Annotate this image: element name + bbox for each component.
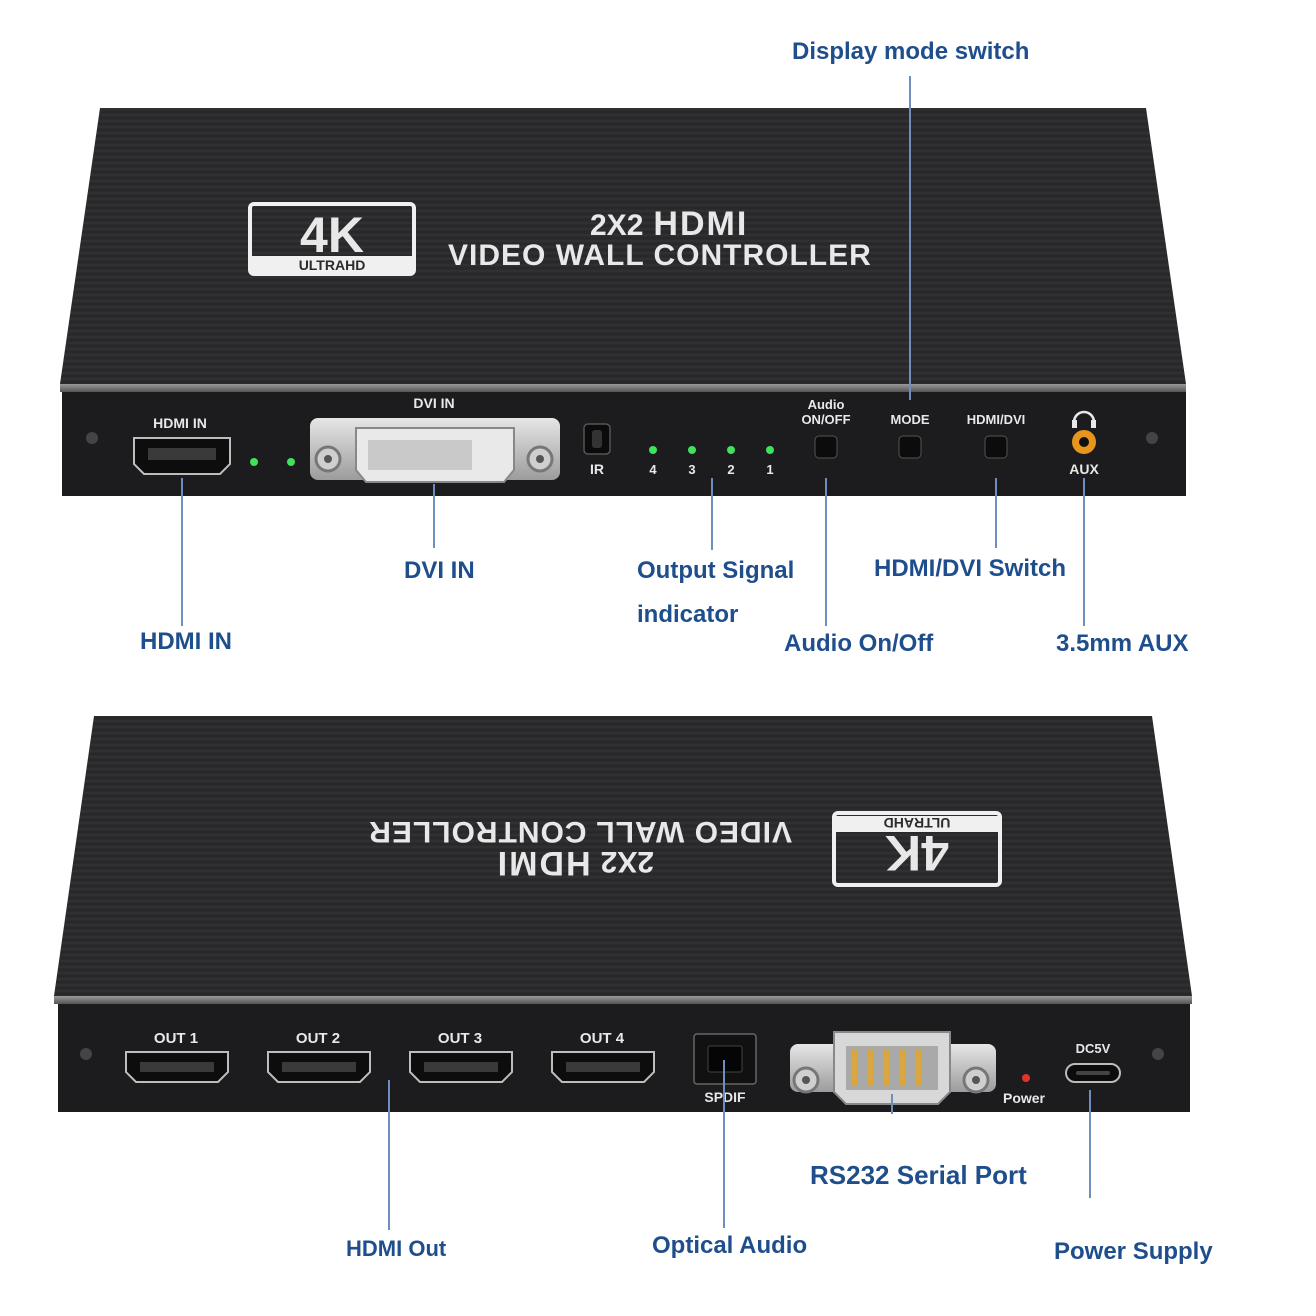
callout-hdmi-in: HDMI IN bbox=[140, 628, 232, 655]
callout-power-supply: Power Supply bbox=[1054, 1238, 1213, 1265]
led-label: 4 bbox=[649, 462, 657, 477]
status-led bbox=[287, 458, 295, 466]
callout-hdmi-dvi-switch: HDMI/DVI Switch bbox=[874, 555, 1067, 582]
headphone-icon bbox=[1072, 410, 1096, 428]
audio-on-off-button[interactable] bbox=[814, 435, 838, 459]
audio-label-line2: ON/OFF bbox=[801, 412, 850, 427]
out1-label: OUT 1 bbox=[154, 1030, 198, 1047]
leader-lines-top bbox=[181, 76, 1085, 626]
callout-dvi-in: DVI IN bbox=[404, 557, 475, 584]
audio-label-line1: Audio bbox=[808, 397, 845, 412]
output-led-3 bbox=[688, 446, 696, 454]
callout-optical-audio: Optical Audio bbox=[652, 1232, 808, 1259]
title-video-wall-controller-rear: VIDEO WALL CONTROLLER bbox=[368, 815, 792, 848]
callout-hdmi-out: HDMI Out bbox=[346, 1236, 447, 1261]
output-signal-leds: 4 3 2 1 bbox=[649, 446, 774, 477]
led-label: 2 bbox=[727, 462, 734, 477]
callout-display-mode-switch: Display mode switch bbox=[792, 38, 1030, 65]
aux-panel-label: AUX bbox=[1069, 461, 1099, 477]
hdmi-in-panel-label: HDMI IN bbox=[153, 415, 207, 431]
badge-ultrahd-text-rear: ULTRAHD bbox=[884, 815, 951, 831]
badge-4k-text-rear: 4K bbox=[885, 825, 949, 881]
hdmi-out-2-port[interactable] bbox=[267, 1051, 371, 1083]
output-led-4 bbox=[649, 446, 657, 454]
hdmi-dvi-button[interactable] bbox=[984, 435, 1008, 459]
rs232-port[interactable] bbox=[790, 1031, 996, 1105]
4k-ultrahd-badge-rear: 4K ULTRAHD bbox=[832, 811, 1002, 887]
out3-label: OUT 3 bbox=[438, 1030, 482, 1047]
power-label: Power bbox=[1003, 1090, 1046, 1106]
title-2x2-rear: 2X2HDMI bbox=[496, 844, 654, 882]
callout-rs232: RS232 Serial Port bbox=[810, 1160, 1027, 1190]
spdif-port[interactable] bbox=[693, 1033, 757, 1085]
rear-branding: 4K ULTRAHD 2X2HDMI VIDEO WALL CONTROLLER bbox=[368, 811, 1002, 887]
output-led-2 bbox=[727, 446, 735, 454]
aux-jack[interactable] bbox=[1072, 430, 1096, 454]
badge-4k-text: 4K bbox=[300, 207, 364, 263]
mode-button[interactable] bbox=[898, 435, 922, 459]
out2-label: OUT 2 bbox=[296, 1030, 340, 1047]
hdmi-out-3-port[interactable] bbox=[409, 1051, 513, 1083]
leader-lines-bottom bbox=[388, 1060, 1091, 1230]
rear-device: 4K ULTRAHD 2X2HDMI VIDEO WALL CONTROLLER… bbox=[54, 716, 1192, 1112]
usb-c-power-port[interactable] bbox=[1065, 1063, 1121, 1083]
4k-ultrahd-badge: 4K ULTRAHD bbox=[248, 202, 416, 276]
spdif-label: SPDIF bbox=[704, 1089, 746, 1105]
badge-ultrahd-text: ULTRAHD bbox=[299, 257, 366, 273]
hdmi-out-1-port[interactable] bbox=[125, 1051, 229, 1083]
screw-icon bbox=[1152, 1048, 1164, 1060]
hdmi-in-port[interactable] bbox=[133, 437, 231, 475]
led-label: 1 bbox=[766, 462, 773, 477]
hdmi-dvi-label: HDMI/DVI bbox=[967, 412, 1026, 427]
power-led bbox=[1022, 1074, 1030, 1082]
ir-sensor bbox=[583, 423, 611, 455]
hdmi-out-4-port[interactable] bbox=[551, 1051, 655, 1083]
callout-output-signal-line2: indicator bbox=[637, 601, 739, 628]
dc5v-label: DC5V bbox=[1076, 1041, 1111, 1056]
device-top-face-rear bbox=[54, 716, 1192, 996]
screw-icon bbox=[80, 1048, 92, 1060]
dvi-in-port[interactable] bbox=[310, 418, 560, 483]
led-label: 3 bbox=[688, 462, 695, 477]
device-top-face bbox=[60, 108, 1186, 384]
output-led-1 bbox=[766, 446, 774, 454]
screw-icon bbox=[86, 432, 98, 444]
dvi-in-panel-label: DVI IN bbox=[413, 395, 454, 411]
ir-label: IR bbox=[590, 461, 604, 477]
callout-aux: 3.5mm AUX bbox=[1056, 630, 1189, 657]
title-video-wall-controller: VIDEO WALL CONTROLLER bbox=[448, 239, 872, 272]
status-led bbox=[250, 458, 258, 466]
callout-output-signal-line1: Output Signal bbox=[637, 557, 795, 584]
mode-label: MODE bbox=[891, 412, 930, 427]
callout-audio-on-off: Audio On/Off bbox=[784, 630, 934, 657]
screw-icon bbox=[1146, 432, 1158, 444]
out4-label: OUT 4 bbox=[580, 1030, 625, 1047]
